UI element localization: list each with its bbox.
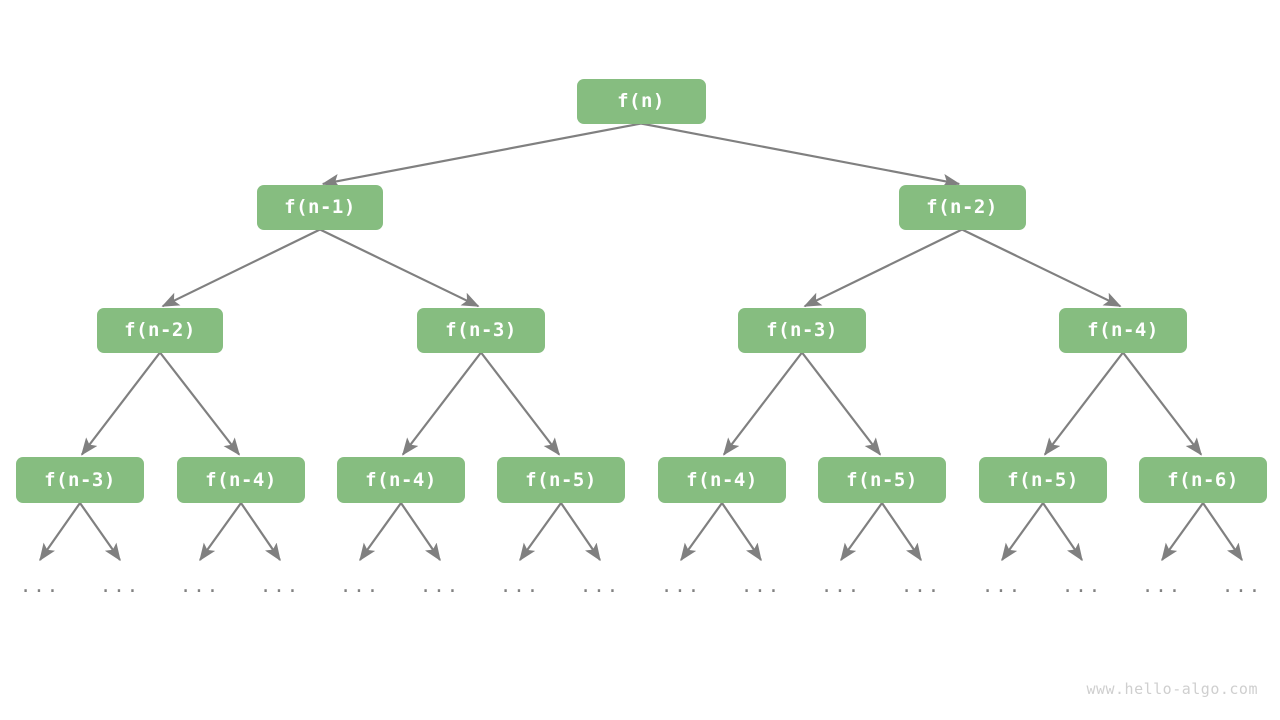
edge-arrow <box>1202 502 1243 562</box>
edge-arrow <box>722 351 803 456</box>
tree-node: f(n-4) <box>177 457 305 503</box>
edge-arrow <box>39 502 81 562</box>
ellipsis-label: ... <box>1221 575 1263 597</box>
edge-arrow <box>161 228 321 308</box>
ellipsis-label: ... <box>1061 575 1103 597</box>
watermark: www.hello-algo.com <box>1086 680 1258 698</box>
ellipsis-label: ... <box>339 575 381 597</box>
edge-arrow <box>801 351 882 456</box>
edge-arrow <box>1122 351 1203 456</box>
tree-node: f(n-1) <box>257 184 383 230</box>
edge-arrow <box>1001 502 1044 562</box>
ellipsis-label: ... <box>99 575 141 597</box>
edge-arrow <box>961 228 1122 308</box>
tree-node: f(n-5) <box>818 457 946 503</box>
ellipsis-label: ... <box>19 575 61 597</box>
tree-edges <box>80 122 1203 456</box>
ellipsis-label: ... <box>179 575 221 597</box>
ellipsis-label: ... <box>419 575 461 597</box>
tree-node: f(n-2) <box>898 184 1026 230</box>
tree-node: f(n-4) <box>337 457 465 503</box>
tree-node: f(n-3) <box>417 307 545 353</box>
edge-arrow <box>80 351 161 456</box>
edge-arrow <box>359 502 402 562</box>
edge-arrow <box>401 351 482 456</box>
tree-node: f(n-5) <box>979 457 1107 503</box>
edge-arrow <box>519 502 562 562</box>
ellipsis-label: ... <box>499 575 541 597</box>
edge-arrow <box>803 228 963 308</box>
tree-node: f(n) <box>576 78 706 124</box>
edge-arrow <box>1161 502 1204 562</box>
ellipsis-label: ... <box>740 575 782 597</box>
ellipsis-label: ... <box>579 575 621 597</box>
edge-arrow <box>640 122 961 188</box>
edge-arrow <box>840 502 883 562</box>
edge-arrow <box>240 502 281 562</box>
edge-arrow <box>159 351 241 456</box>
edge-arrow <box>560 502 601 562</box>
ellipsis-label: ... <box>259 575 301 597</box>
tree-node: f(n-6) <box>1139 457 1267 503</box>
edge-arrow <box>480 351 561 456</box>
edge-arrow <box>881 502 922 562</box>
edge-arrow <box>680 502 723 562</box>
edge-arrow <box>1043 351 1124 456</box>
edge-arrow <box>1042 502 1083 562</box>
ellipsis-label: ... <box>660 575 702 597</box>
edge-arrow <box>400 502 441 562</box>
tree-node: f(n-3) <box>16 457 144 503</box>
ellipsis-label: ... <box>1141 575 1183 597</box>
edge-arrow <box>721 502 762 562</box>
tree-node: f(n-5) <box>497 457 625 503</box>
edge-arrow <box>199 502 242 562</box>
leaf-edges <box>39 502 1243 562</box>
edge-arrow <box>79 502 121 562</box>
tree-node: f(n-3) <box>738 307 866 353</box>
tree-node: f(n-2) <box>97 307 223 353</box>
ellipsis-label: ... <box>900 575 942 597</box>
tree-node: f(n-4) <box>658 457 786 503</box>
ellipsis-label: ... <box>981 575 1023 597</box>
ellipsis-label: ... <box>820 575 862 597</box>
edge-arrow <box>321 122 642 188</box>
tree-node: f(n-4) <box>1059 307 1187 353</box>
edge-arrow <box>319 228 480 308</box>
